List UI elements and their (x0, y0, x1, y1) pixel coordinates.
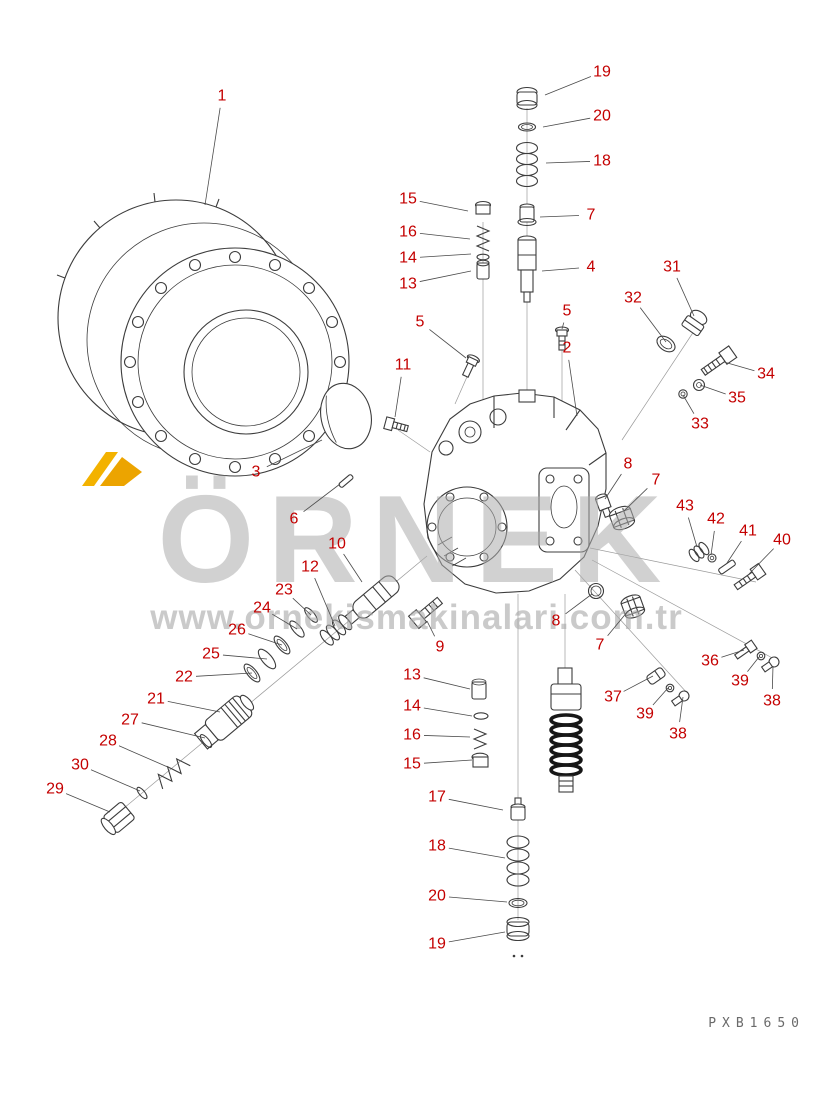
part-washer-14-bottom (473, 712, 489, 720)
part-plug-31 (681, 309, 708, 337)
part-pin-13-bottom (471, 678, 487, 700)
part-bolt-9 (407, 596, 444, 630)
part-oring-8b (587, 582, 605, 600)
part-piston-4 (517, 235, 537, 303)
part-bolt-8a (594, 493, 612, 519)
part-cap-top (516, 86, 538, 111)
part-spring-16-top (475, 225, 491, 252)
part-plug-15-top (474, 200, 492, 215)
part-nut-7b (620, 594, 646, 619)
part-ring-35 (692, 378, 706, 392)
part-spring-top (515, 141, 539, 188)
part-bolt-5b (461, 354, 480, 378)
part-ring-25 (257, 648, 277, 670)
part-pin-13-top (476, 259, 490, 280)
part-poppet-17 (510, 797, 526, 821)
part-ring-39a (756, 651, 766, 661)
part-oring-32 (656, 335, 676, 353)
part-relief-valve (549, 667, 583, 793)
part-oring-bottom (508, 897, 528, 909)
part-oring-top (517, 122, 537, 132)
part-plug-37 (646, 667, 666, 685)
part-spring-43 (688, 541, 710, 563)
part-flange (56, 192, 350, 477)
part-ball-stud-38a (760, 656, 780, 673)
part-pin-6 (338, 474, 354, 488)
part-plug-15-bottom (471, 752, 489, 768)
part-nut-7a (608, 505, 636, 531)
part-ring-22 (243, 663, 261, 683)
part-ring-23 (304, 607, 318, 623)
part-plug-29 (100, 801, 135, 836)
part-ring-26 (273, 635, 291, 655)
part-cover-disc (320, 382, 372, 450)
part-spool-10 (344, 575, 400, 625)
part-pin-41 (718, 559, 736, 575)
part-ring-33 (678, 389, 688, 399)
part-cap-bottom (506, 916, 530, 958)
part-bolt-34 (700, 345, 738, 376)
part-spring-16-bottom (472, 728, 488, 750)
part-spring-bottom (506, 835, 530, 887)
part-washer-42 (707, 553, 717, 563)
drawing-code: PXB1650 (708, 1016, 805, 1031)
part-spring-12 (319, 614, 353, 646)
part-spring-28 (157, 757, 191, 790)
part-bolt-11 (383, 416, 409, 433)
part-ball-stud-38b (670, 690, 690, 707)
part-valve-body (423, 389, 607, 594)
part-plug-7-top (517, 203, 537, 227)
part-bolt-5a (554, 326, 570, 351)
part-ring-39b (665, 683, 675, 693)
part-ring-24 (289, 620, 305, 638)
